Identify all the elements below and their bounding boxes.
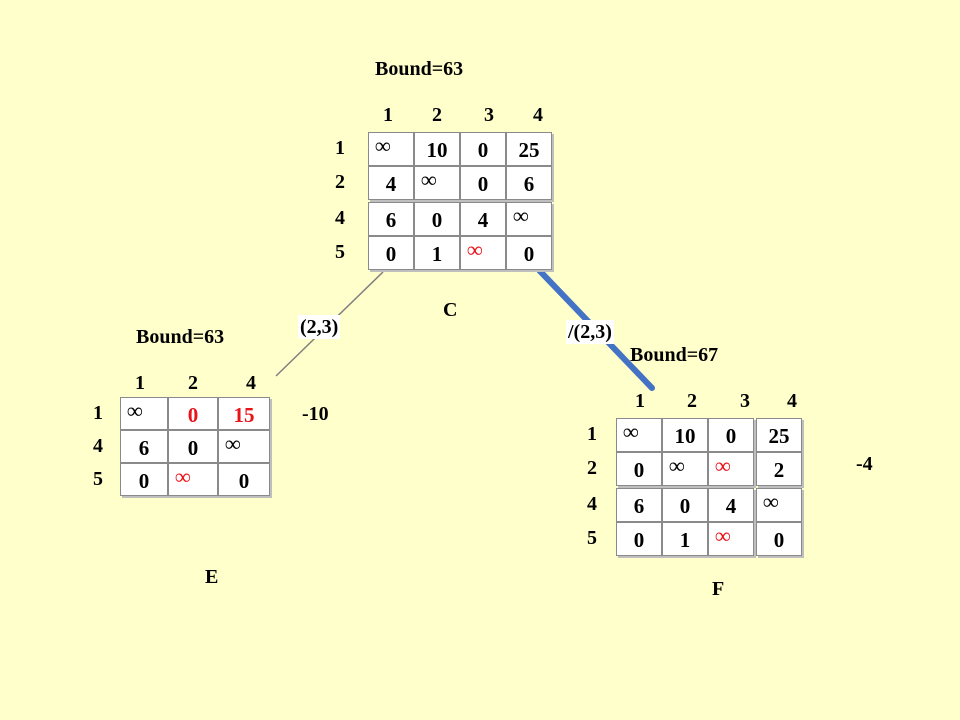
node-c-cell: ∞ <box>460 236 506 270</box>
node-f-cell: 1 <box>662 522 708 556</box>
node-e-cell: 15 <box>218 397 270 430</box>
node-f-bound: Bound=67 <box>630 344 719 366</box>
node-c-cell: 6 <box>506 166 552 200</box>
node-f-cell: 6 <box>616 488 662 522</box>
node-c-bound: Bound=63 <box>375 58 464 80</box>
node-c-row-header: 4 <box>335 207 345 229</box>
node-e-cell: 6 <box>120 430 168 463</box>
node-e-row-header: 4 <box>93 435 103 457</box>
node-c-cell: 0 <box>414 202 460 236</box>
node-c-cell: 4 <box>368 166 414 200</box>
node-c-cell: ∞ <box>414 166 460 200</box>
node-f-delta: -4 <box>856 453 873 475</box>
node-f-cell: 0 <box>708 418 754 452</box>
node-c-cell: ∞ <box>506 202 552 236</box>
node-e-cell: 0 <box>168 430 218 463</box>
node-f-cell: ∞ <box>708 452 754 486</box>
edge-left-label: (2,3) <box>298 315 341 339</box>
node-c-row-header: 5 <box>335 241 345 263</box>
node-f-cell: ∞ <box>662 452 708 486</box>
node-f-cell: ∞ <box>708 522 754 556</box>
node-c-cell: 25 <box>506 132 552 166</box>
node-c-cell: ∞ <box>368 132 414 166</box>
node-f-row-header: 4 <box>587 493 597 515</box>
node-c-col-header: 3 <box>484 104 494 126</box>
node-f-row-header: 5 <box>587 527 597 549</box>
node-f-col-header: 4 <box>787 390 797 412</box>
node-f-col-header: 2 <box>687 390 697 412</box>
node-e-delta: -10 <box>302 403 329 425</box>
node-e-cell: ∞ <box>218 430 270 463</box>
node-c-row-header: 2 <box>335 171 345 193</box>
node-f-col-header: 1 <box>635 390 645 412</box>
node-c-label: C <box>443 299 458 321</box>
node-f-row-header: 1 <box>587 423 597 445</box>
edge-right-label: /(2,3) <box>566 320 614 344</box>
node-e-bound: Bound=63 <box>136 326 225 348</box>
node-f-cell: 0 <box>756 522 802 556</box>
node-e-row-header: 5 <box>93 468 103 490</box>
node-f-cell: 0 <box>616 522 662 556</box>
node-f-cell: 4 <box>708 488 754 522</box>
node-f-cell: ∞ <box>756 488 802 522</box>
node-c-col-header: 2 <box>432 104 442 126</box>
node-c-cell: 0 <box>460 132 506 166</box>
node-e-col-header: 1 <box>135 372 145 394</box>
node-e-cell: 0 <box>168 397 218 430</box>
node-f-cell: 0 <box>616 452 662 486</box>
node-f-cell: 10 <box>662 418 708 452</box>
node-f-label: F <box>712 578 725 600</box>
node-f-col-header: 3 <box>740 390 750 412</box>
node-c-cell: 1 <box>414 236 460 270</box>
node-c-cell: 4 <box>460 202 506 236</box>
node-e-cell: 0 <box>218 463 270 496</box>
node-f-cell: 2 <box>756 452 802 486</box>
node-f-cell: ∞ <box>616 418 662 452</box>
node-e-col-header: 2 <box>188 372 198 394</box>
node-c-cell: 0 <box>460 166 506 200</box>
node-e-cell: ∞ <box>120 397 168 430</box>
node-e-cell: ∞ <box>168 463 218 496</box>
node-f-cell: 0 <box>662 488 708 522</box>
node-c-col-header: 4 <box>533 104 543 126</box>
node-e-row-header: 1 <box>93 402 103 424</box>
node-c-cell: 10 <box>414 132 460 166</box>
node-e-cell: 0 <box>120 463 168 496</box>
node-c-col-header: 1 <box>383 104 393 126</box>
node-f-cell: 25 <box>756 418 802 452</box>
node-e-label: E <box>205 566 219 588</box>
node-c-cell: 0 <box>368 236 414 270</box>
node-c-row-header: 1 <box>335 137 345 159</box>
node-f-row-header: 2 <box>587 457 597 479</box>
node-c-cell: 0 <box>506 236 552 270</box>
node-c-cell: 6 <box>368 202 414 236</box>
node-e-col-header: 4 <box>246 372 256 394</box>
